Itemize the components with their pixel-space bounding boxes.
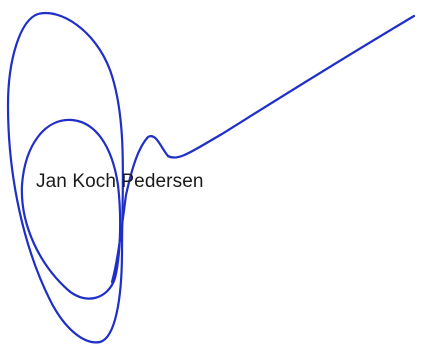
signature-stroke-outer-loop: [6, 11, 125, 344]
signature-stroke-connector: [110, 134, 170, 284]
signature-strokes: [6, 11, 416, 344]
signature-stroke-tail: [166, 14, 416, 159]
signer-printed-name: Jan Koch Pedersen: [36, 171, 204, 192]
signature-stroke-inner-loop: [20, 118, 122, 300]
